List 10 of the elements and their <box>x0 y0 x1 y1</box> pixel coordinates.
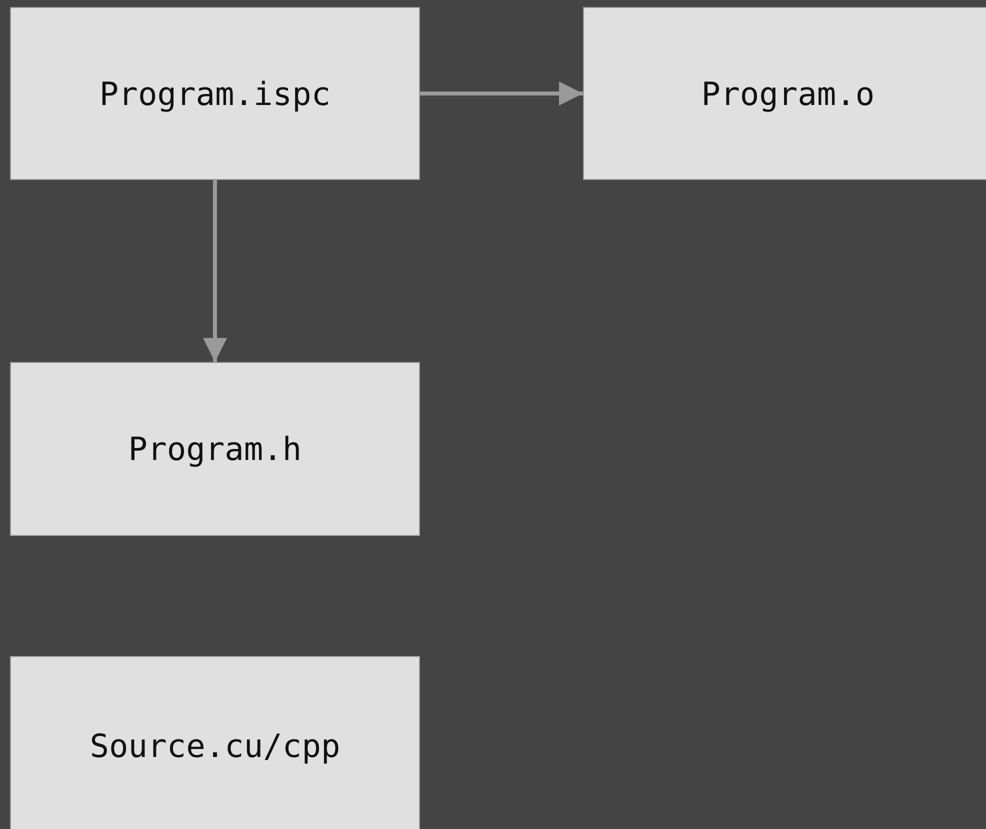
file-box <box>10 7 420 180</box>
file-name: Program.ispc <box>99 74 331 112</box>
arrow <box>420 82 583 106</box>
file-name: Source.cu/cpp <box>90 727 340 765</box>
file-box <box>583 7 986 180</box>
file-box <box>10 362 420 536</box>
file-name: Program.h <box>128 430 302 468</box>
arrow <box>203 180 227 362</box>
file-name: Program.o <box>701 74 875 112</box>
file-box <box>10 656 420 829</box>
